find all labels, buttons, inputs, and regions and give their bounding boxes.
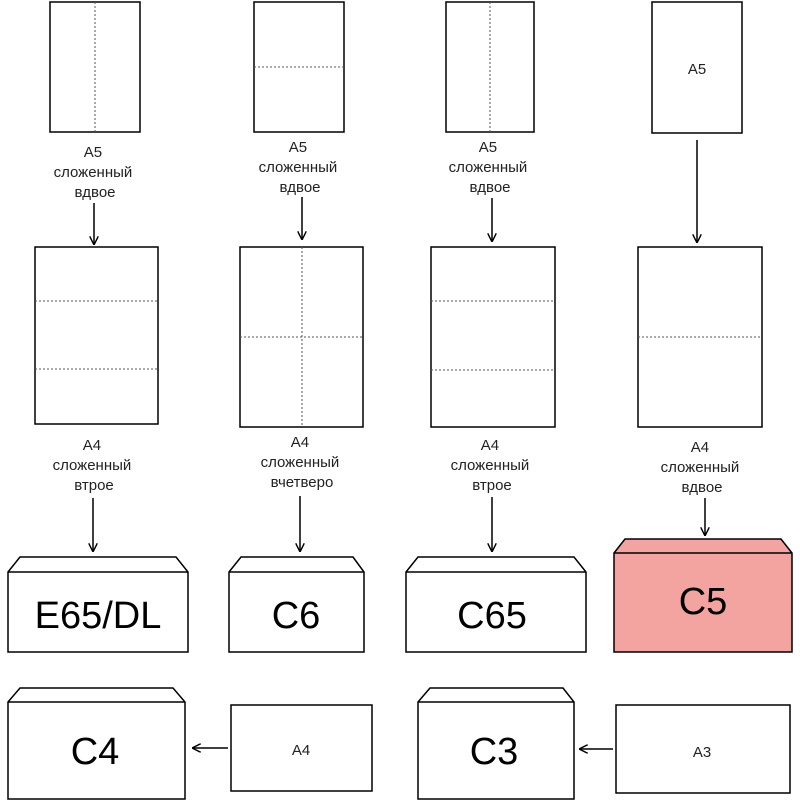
- column-1: A5 сложенный вдвое A4 сложенный втрое E6…: [7, 1, 189, 653]
- sheet-label: A5: [688, 61, 706, 78]
- envelope-c3: C3: [417, 687, 575, 800]
- envelope-label: E65/DL: [35, 595, 162, 637]
- sheet-a4-folded-in-four: [239, 246, 364, 428]
- envelope-c5-highlighted: C5: [613, 538, 793, 653]
- envelope-label: C3: [470, 731, 519, 773]
- sheet-a5-unfolded: A5: [651, 1, 743, 134]
- sheet-a5-folded-in-half: [445, 1, 535, 133]
- envelope-label: C5: [679, 581, 728, 623]
- step1-caption: A5 сложенный вдвое: [449, 139, 532, 196]
- step2-caption: A4 сложенный втрое: [451, 437, 534, 494]
- column-2: A5 сложенный вдвое A4 сложенный вчетверо…: [228, 1, 365, 653]
- envelope-label: C6: [272, 595, 321, 637]
- envelope-c6: C6: [228, 556, 365, 653]
- envelope-c4: C4: [7, 687, 186, 800]
- sheet-a3-landscape: A3: [615, 704, 791, 794]
- step1-caption: A5 сложенный вдвое: [54, 144, 137, 201]
- step2-caption: A4 сложенный вчетверо: [261, 434, 344, 491]
- step1-caption: A5 сложенный вдвое: [259, 139, 342, 196]
- column-4: A5 A4 сложенный вдвое C5: [613, 1, 793, 653]
- envelope-label: C65: [457, 595, 527, 637]
- envelope-e65-dl: E65/DL: [7, 556, 189, 653]
- sheet-a5-folded-in-half: [253, 1, 345, 133]
- envelope-label: C4: [71, 731, 120, 773]
- sheet-a5-folded-in-half: [49, 1, 141, 133]
- sheet-a4-landscape: A4: [230, 704, 373, 792]
- pair-c4-a4: C4 A4: [7, 687, 373, 800]
- pair-c3-a3: C3 A3: [417, 687, 791, 800]
- step2-caption: A4 сложенный втрое: [53, 437, 136, 494]
- sheet-a4-folded-in-three: [430, 246, 556, 428]
- sheet-a4-folded-in-half: [637, 246, 763, 428]
- sheet-label: A3: [693, 744, 711, 761]
- sheet-label: A4: [292, 742, 310, 759]
- envelope-c65: C65: [405, 556, 587, 653]
- column-3: A5 сложенный вдвое A4 сложенный втрое C6…: [405, 1, 587, 653]
- sheet-a4-folded-in-three: [34, 246, 159, 425]
- step2-caption: A4 сложенный вдвое: [661, 439, 744, 496]
